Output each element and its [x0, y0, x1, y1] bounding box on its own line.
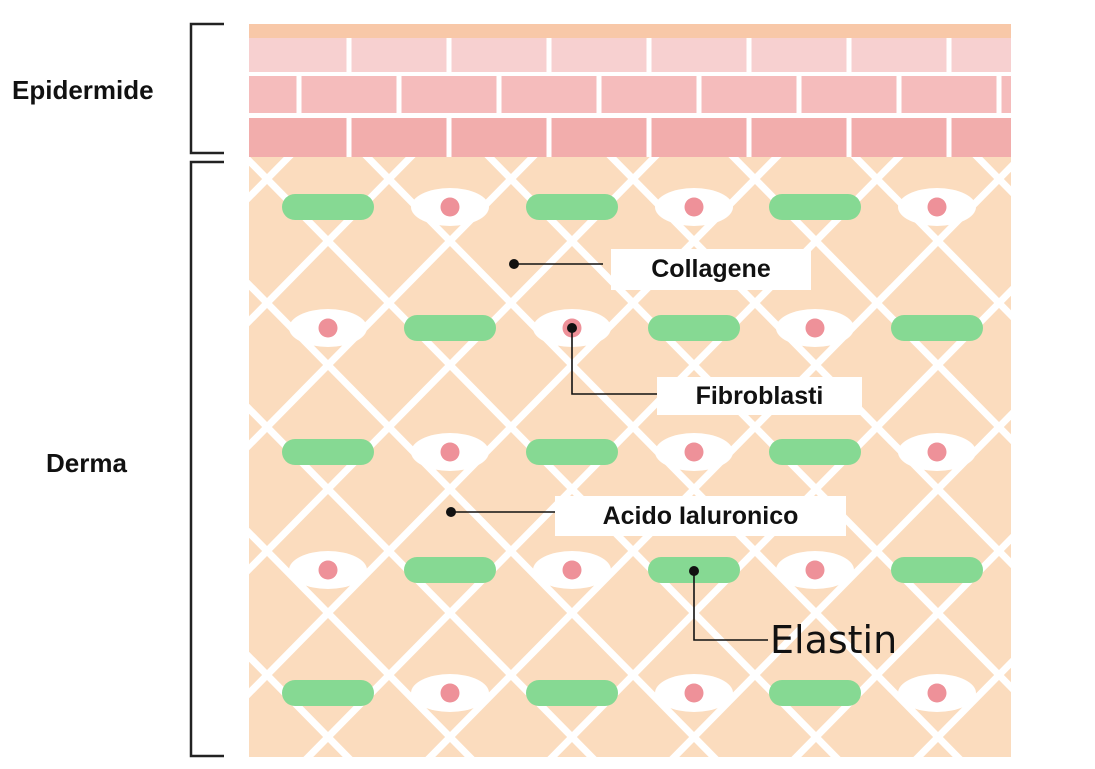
epidermis-cell-border	[396, 76, 402, 113]
epidermis-label: Epidermide	[12, 75, 154, 105]
elastin-fiber	[526, 439, 618, 465]
epidermis-row	[249, 118, 1011, 157]
collagen-fiber	[547, 285, 1011, 757]
collagen-fiber	[425, 161, 1011, 757]
elastin-fiber	[891, 315, 983, 341]
collagen-label: Collagene	[611, 249, 811, 290]
fibroblast-nucleus	[318, 318, 338, 338]
elastin-fiber	[891, 557, 983, 583]
fibroblast-nucleus	[440, 197, 460, 217]
epidermis-cell-border	[996, 76, 1002, 113]
elastin-fiber	[282, 680, 374, 706]
epidermis-cell-border	[946, 38, 952, 72]
elastin-fiber	[769, 439, 861, 465]
fibroblast-nucleus	[440, 683, 460, 703]
fibroblast-nucleus	[440, 442, 460, 462]
epidermis-row-divider	[249, 72, 1011, 76]
collagen-fiber	[303, 157, 904, 757]
fibroblast-nucleus	[684, 683, 704, 703]
collagen-fiber	[249, 157, 660, 575]
fibroblast-nucleus	[318, 560, 338, 580]
epidermis-cell-border	[296, 76, 302, 113]
epidermis-cell-border	[546, 38, 552, 72]
collagen-fiber	[728, 157, 1011, 445]
fibroblast-nucleus	[927, 683, 947, 703]
elastin-fiber	[526, 680, 618, 706]
epidermis-cell-border	[596, 76, 602, 113]
collagen-fiber	[0, 117, 107, 760]
epidermis-cell-border	[746, 38, 752, 72]
collagen-leader-dot	[509, 259, 519, 269]
collagen-fiber	[669, 409, 1011, 757]
fibroblasts-leader-line	[571, 328, 672, 395]
elastin-fiber	[526, 194, 618, 220]
epidermis-cell-border	[496, 76, 502, 113]
fibroblast-nucleus	[805, 318, 825, 338]
fibroblast-nucleus	[805, 560, 825, 580]
collagen-fiber	[249, 157, 841, 757]
hyaluronic-acid-leader-dot	[446, 507, 456, 517]
epidermis-cell-border	[696, 76, 702, 113]
fibroblasts-leader-dot	[567, 323, 577, 333]
collagen-fiber	[0, 117, 229, 760]
epidermis-cell-border	[846, 118, 852, 157]
elastin-label: Elastin	[770, 618, 898, 662]
elastin-leader-dot	[689, 566, 699, 576]
epidermis-cell-border	[946, 118, 952, 157]
elastin-fiber	[404, 557, 496, 583]
epidermis-row	[249, 76, 1011, 113]
fibroblast-nucleus	[927, 442, 947, 462]
collagen-fiber	[1037, 117, 1095, 760]
epidermis-cell-border	[796, 76, 802, 113]
fibroblast-nucleus	[562, 560, 582, 580]
elastin-leader-line	[693, 571, 768, 641]
epidermis-bracket	[189, 22, 224, 155]
fibroblasts-label: Fibroblasti	[657, 377, 862, 415]
epidermis-cell-border	[346, 38, 352, 72]
dermis-label: Derma	[46, 448, 127, 478]
collagen-fiber	[249, 157, 416, 327]
fibroblast-nucleus	[684, 442, 704, 462]
epidermis-row-divider	[249, 113, 1011, 118]
epidermis-cell-border	[446, 118, 452, 157]
epidermis-cell-border	[646, 118, 652, 157]
epidermis-cell-border	[896, 76, 902, 113]
fibroblast-nucleus	[927, 197, 947, 217]
collagen-fiber	[249, 403, 597, 757]
elastin-fiber	[404, 315, 496, 341]
epidermis-cell-border	[746, 118, 752, 157]
epidermis-cell-border	[546, 118, 552, 157]
collagen-fiber	[0, 117, 206, 760]
epidermis-cell-border	[846, 38, 852, 72]
elastin-fiber	[648, 315, 740, 341]
collagen-fiber	[484, 157, 1011, 693]
collagen-fiber	[249, 279, 719, 757]
epidermis-cell-border	[646, 38, 652, 72]
elastin-fiber	[769, 194, 861, 220]
epidermis-cell-border	[346, 118, 352, 157]
elastin-fiber	[282, 439, 374, 465]
collagen-fiber	[249, 527, 475, 757]
epidermis-cell-rows	[249, 38, 1011, 157]
dermis-layer	[0, 117, 1095, 760]
collagen-fiber	[1060, 117, 1095, 760]
hyaluronic-acid-label: Acido Ialuronico	[555, 496, 846, 536]
epidermis-top-band	[249, 24, 1011, 38]
epidermis-row	[249, 38, 1011, 72]
dermis-bracket	[189, 160, 224, 758]
elastin-fiber	[769, 680, 861, 706]
epidermis-cell-border	[446, 38, 452, 72]
collagen-fiber	[791, 533, 1011, 757]
epidermis-layer	[249, 24, 1011, 157]
fibroblast-nucleus	[684, 197, 704, 217]
leader-lines	[446, 259, 768, 641]
elastin-fiber	[282, 194, 374, 220]
collagen-fiber	[0, 117, 84, 760]
